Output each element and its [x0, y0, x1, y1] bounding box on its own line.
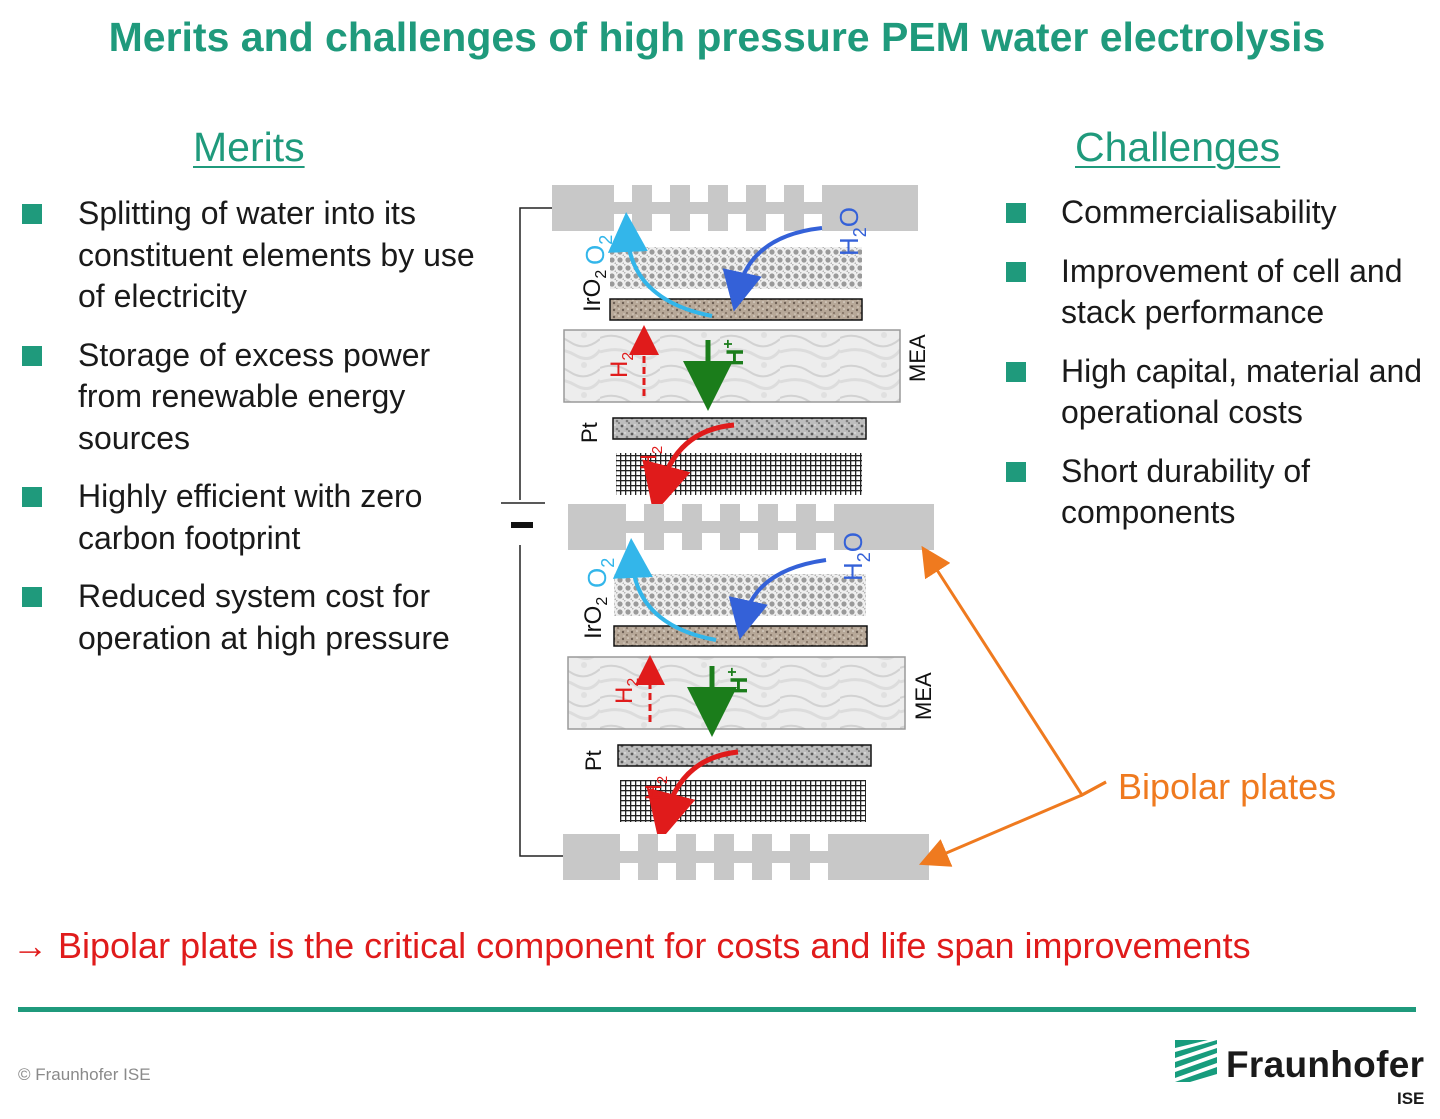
- bullet-square-icon: [1006, 203, 1026, 223]
- merits-list: Splitting of water into its constituent …: [22, 193, 482, 676]
- merits-heading: Merits: [193, 124, 305, 170]
- negative-terminal-icon: [511, 522, 533, 528]
- bipolar-callout-arrow: [921, 545, 1107, 797]
- hydrogen-flow-arrow: [646, 749, 739, 843]
- challenge-item: High capital, material and operational c…: [1006, 351, 1436, 434]
- proton-label: H+: [720, 339, 749, 366]
- anode-catalyst-layer: [609, 298, 863, 321]
- bullet-square-icon: [22, 487, 42, 507]
- hydrogen-product-label: H2: [636, 446, 666, 470]
- fraunhofer-logo-text: Fraunhofer: [1226, 1044, 1425, 1085]
- circuit-wire: [501, 207, 563, 857]
- oxygen-label: O2: [582, 558, 618, 588]
- proton-label: H+: [724, 667, 753, 694]
- bipolar-plate-middle: [568, 504, 934, 550]
- conclusion-text: → Bipolar plate is the critical componen…: [12, 925, 1251, 966]
- mea-label: MEA: [905, 334, 930, 382]
- challenge-item: Short durability of components: [1006, 451, 1436, 534]
- bipolar-plates-label: Bipolar plates: [1118, 766, 1337, 807]
- bipolar-plate-top: [552, 185, 918, 231]
- bullet-square-icon: [1006, 461, 1026, 482]
- merit-item: Splitting of water into its constituent …: [22, 193, 482, 318]
- challenge-item: Improvement of cell and stack performanc…: [1006, 251, 1436, 334]
- fraunhofer-logo-subtext: ISE: [1397, 1089, 1425, 1108]
- slide-title: Merits and challenges of high pressure P…: [108, 14, 1326, 60]
- mea-label: MEA: [911, 672, 936, 720]
- bullet-square-icon: [22, 204, 42, 224]
- anode-catalyst-label: IrO2: [580, 597, 611, 639]
- cathode-catalyst-label: Pt: [581, 750, 606, 771]
- bullet-square-icon: [22, 345, 42, 366]
- anode-catalyst-label: IrO2: [579, 270, 610, 312]
- water-label: H2O: [838, 532, 874, 581]
- hydrogen-label: H2: [606, 352, 637, 378]
- challenge-item: Commercialisability: [1006, 192, 1436, 234]
- hydrogen-label: H2: [611, 678, 642, 704]
- footer-divider: [18, 1007, 1416, 1012]
- anode-catalyst-layer: [613, 625, 868, 647]
- bipolar-plate-bottom: [563, 834, 929, 880]
- oxygen-flow-arrow: [607, 212, 713, 318]
- water-flow-arrow: [722, 226, 823, 312]
- cathode-catalyst-layer: [617, 744, 872, 767]
- merit-item: Highly efficient with zero carbon footpr…: [22, 476, 482, 559]
- bipolar-callout-arrow: [918, 780, 1107, 867]
- fraunhofer-logo-icon: [1175, 1040, 1217, 1082]
- hydrogen-flow-arrow: [642, 422, 735, 515]
- water-label: H2O: [834, 207, 870, 256]
- water-flow-arrow: [728, 558, 827, 640]
- merit-item: Reduced system cost for operation at hig…: [22, 576, 482, 659]
- copyright-text: © Fraunhofer ISE: [18, 1065, 151, 1084]
- oxygen-label: O2: [580, 235, 616, 265]
- bullet-square-icon: [22, 587, 42, 607]
- challenges-list: Commercialisability Improvement of cell …: [1006, 192, 1436, 551]
- cathode-catalyst-layer: [612, 417, 867, 440]
- merit-item: Storage of excess power from renewable e…: [22, 335, 482, 460]
- bullet-square-icon: [1006, 261, 1026, 282]
- cell-2: IrO2 O2 H2O H2 H+ MEA Pt H2: [567, 532, 936, 843]
- oxygen-flow-arrow: [612, 538, 717, 642]
- hydrogen-product-label: H2: [641, 776, 671, 800]
- cathode-catalyst-label: Pt: [577, 422, 602, 443]
- bullet-square-icon: [1006, 361, 1026, 382]
- challenges-heading: Challenges: [1075, 124, 1281, 170]
- cell-1: IrO2 O2 H2O H2 H+ MEA Pt H2: [563, 207, 930, 515]
